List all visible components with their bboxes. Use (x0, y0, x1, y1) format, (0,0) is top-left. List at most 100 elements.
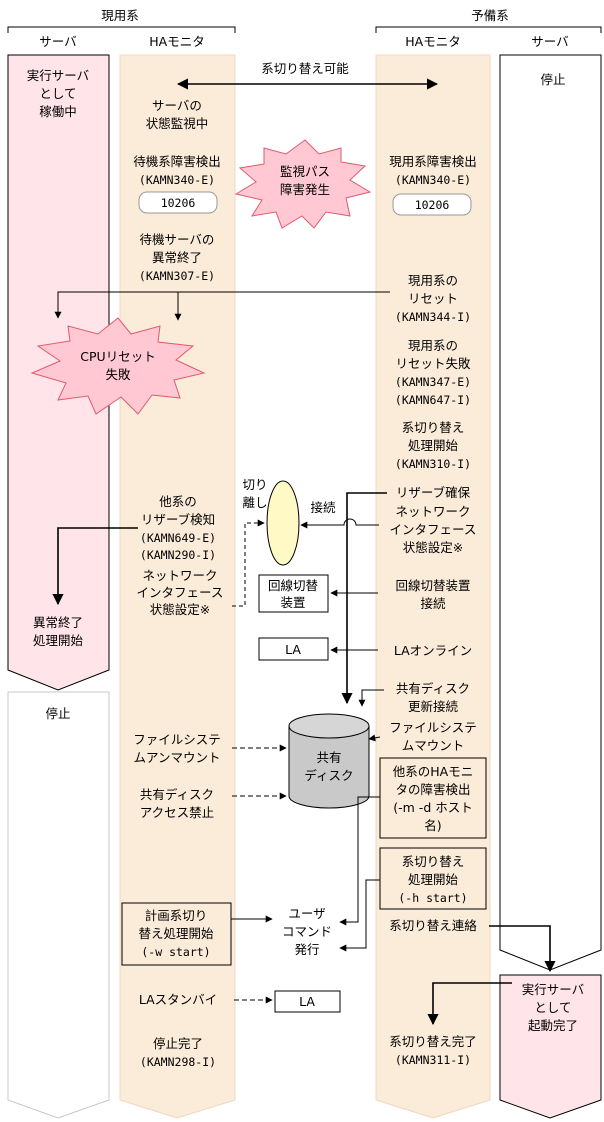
disk-reconnect-arrow (358, 689, 384, 707)
switch-start-h-box (379, 847, 487, 910)
line-switch-device-1: 回線切替 (268, 578, 319, 593)
left-server-running-label-2: として (39, 86, 76, 101)
standby-fault-2: (KAMN340-E) (139, 173, 215, 187)
server-monitoring-2: 状態監視中 (146, 116, 209, 131)
switch-start-h-1: 系切り替え (402, 854, 465, 869)
left-net-if-dashed-arrow (232, 519, 265, 607)
user-command-2: コマンド (282, 924, 332, 939)
monitor-path-fault-2: 障害発生 (280, 182, 330, 197)
standby-abend-2: 異常終了 (152, 250, 202, 265)
right-ha-header: HAモニタ (405, 34, 460, 49)
left-group-title: 現用系 (101, 8, 139, 23)
fs-unmount-1: ファイルシステ (133, 732, 221, 747)
fs-mount-1: ファイルシステ (389, 720, 477, 735)
active-fault-1: 現用系障害検出 (389, 154, 477, 169)
fs-unmount-2: ムアンマウント (133, 750, 220, 765)
right-server-stopped-arrow (499, 54, 602, 971)
switch-done-2: (KAMN311-I) (395, 1053, 471, 1067)
right-net-if-3: 状態設定※ (403, 540, 463, 555)
other-ha-fault-1: 他系のHAモニ (393, 764, 473, 779)
other-ha-fault-4: 名) (424, 818, 441, 833)
active-fault-2: (KAMN340-E) (395, 173, 471, 187)
switch-done-1: 系切り替え完了 (389, 1034, 477, 1049)
left-net-if-1: ネットワーク (142, 568, 217, 583)
right-server-header: サーバ (531, 34, 568, 49)
switch-possible-label: 系切り替え可能 (261, 61, 349, 76)
left-server-running-label-3: 稼働中 (39, 104, 77, 119)
switch-start-3: (KAMN310-I) (395, 457, 471, 471)
reset-arrow (54, 291, 390, 319)
reserve-ok-label: リザーブ確保 (396, 485, 471, 500)
cpu-reset-fail-2: 失敗 (105, 367, 131, 382)
switch-contact-arrow (489, 925, 556, 973)
shared-disk-1: 共有 (316, 750, 341, 765)
la-box-2 (274, 990, 341, 1013)
right-code-box (392, 193, 472, 216)
line-switch-device-box (258, 574, 329, 613)
other-ha-fault-box (379, 757, 487, 839)
right-net-if-connect-arrow (300, 518, 379, 529)
right-net-if-2: インタフェース (390, 522, 477, 537)
reserve-detect-2: リザーブ検知 (141, 512, 215, 527)
reserve-connect-arrow (341, 492, 387, 705)
reset-fail-2: リセット失敗 (395, 356, 471, 371)
la-box-1 (258, 637, 329, 661)
fs-mount-arrow (368, 734, 381, 742)
reserve-detect-4: (KAMN290-I) (140, 548, 216, 562)
left-ha-header: HAモニタ (149, 34, 204, 49)
switch-contact-label: 系切り替え連絡 (389, 918, 477, 933)
right-server-start-label-2: として (534, 1000, 571, 1015)
planned-switch-box (121, 902, 232, 966)
reserve-detect-1: 他系の (159, 494, 197, 509)
connect-label: 接続 (310, 500, 336, 515)
left-server-header: サーバ (39, 34, 76, 49)
left-ha-monitor-column (119, 54, 236, 1119)
active-reset-2: リセット (408, 291, 458, 306)
switch-start-h-arrow (339, 879, 380, 952)
right-server-start-label-1: 実行サーバ (522, 982, 584, 997)
reset-fail-3: (KAMN347-E) (395, 375, 471, 389)
right-server-running-arrow (499, 974, 602, 1119)
switch-start-h-3: (-h start) (398, 891, 467, 905)
stop-done-2: (KAMN298-I) (140, 1055, 216, 1069)
left-code-box (138, 191, 218, 214)
server-monitoring-1: サーバの (152, 98, 202, 113)
cpu-reset-fail-burst (30, 317, 206, 415)
right-group-title: 予備系 (471, 8, 509, 23)
monitor-path-fault-1: 監視パス (280, 164, 330, 179)
right-group-bracket (375, 26, 602, 33)
monitor-path-fault-burst (234, 139, 372, 229)
right-server-stopped-label: 停止 (540, 72, 565, 87)
planned-switch-1: 計画系切り (145, 908, 208, 923)
left-net-if-2: インタフェース (137, 585, 224, 600)
switch-start-2: 処理開始 (408, 438, 459, 453)
fs-mount-2: ムマウント (402, 738, 465, 753)
right-net-if-1: ネットワーク (395, 504, 470, 519)
network-switch-ellipse (266, 480, 300, 566)
shared-disk (288, 713, 370, 809)
la-box-1-label: LA (285, 642, 301, 657)
la-online-label: LAオンライン (394, 643, 472, 658)
reset-fail-1: 現用系の (408, 338, 458, 353)
disk-access-deny-1: 共有ディスク (140, 787, 214, 802)
disk-reconnect-1: 共有ディスク (396, 681, 470, 696)
reset-fail-4: (KAMN647-I) (395, 393, 471, 407)
planned-switch-2: 替え処理開始 (138, 926, 214, 941)
shared-disk-2: ディスク (304, 768, 353, 783)
left-server-abend-label-2: 処理開始 (33, 633, 84, 648)
standby-abend-3: (KAMN307-E) (139, 269, 215, 283)
separate-label-2: 離し (242, 495, 267, 510)
disk-reconnect-2: 更新接続 (408, 699, 459, 714)
line-switch-connect-2: 接続 (420, 596, 446, 611)
other-ha-fault-3: (-m -d ホスト (393, 800, 472, 815)
right-code: 10206 (415, 198, 450, 212)
other-ha-fault-arrow (339, 796, 380, 926)
planned-switch-3: (-w start) (141, 945, 210, 959)
active-reset-1: 現用系の (408, 273, 458, 288)
reserve-detect-arrow (52, 527, 138, 606)
left-server-stopped-arrow (7, 691, 110, 1119)
line-switch-connect-1: 回線切替装置 (395, 578, 470, 593)
right-server-start-label-3: 起動完了 (528, 1018, 578, 1033)
left-server-stopped-label: 停止 (45, 706, 70, 721)
